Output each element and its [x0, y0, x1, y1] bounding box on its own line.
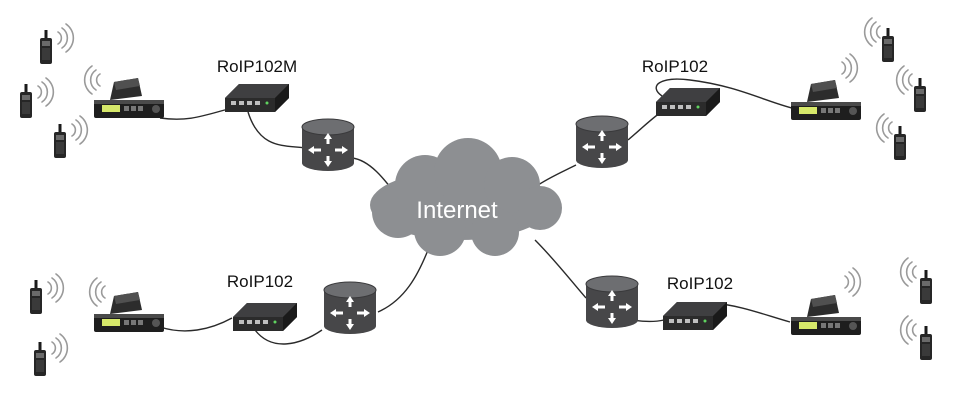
- walkie-talkie-icon: [920, 270, 932, 304]
- cable-tl-radio-gateway: [159, 107, 233, 120]
- signal-waves-icon: [47, 273, 65, 303]
- signal-waves-icon: [899, 257, 917, 287]
- cable-bl-gateway-router: [254, 329, 323, 345]
- gateway-label-bottom-right: RoIP102: [667, 274, 733, 293]
- internet-label: Internet: [416, 197, 498, 224]
- walkie-talkie-icon: [34, 342, 46, 376]
- signal-waves-icon: [57, 23, 75, 53]
- router-icon: [575, 115, 629, 169]
- signal-waves-icon: [37, 77, 55, 107]
- walkie-talkie-icon: [20, 84, 32, 118]
- walkie-talkie-icon: [54, 124, 66, 158]
- mobile-radio-icon: [94, 78, 164, 118]
- roip-gateway-icon: [233, 303, 297, 331]
- cable-bl-radio-gateway: [159, 317, 233, 332]
- router-icon: [585, 275, 639, 329]
- roip-gateway-icon: [225, 84, 289, 112]
- mobile-radio-icon: [791, 80, 861, 120]
- roip-gateway-icon: [663, 302, 727, 330]
- cable-tr-gateway-radio: [655, 78, 801, 111]
- cloud-icon: Internet: [370, 138, 562, 256]
- signal-waves-icon: [863, 17, 881, 47]
- walkie-talkie-icon: [914, 78, 926, 112]
- walkie-talkie-icon: [894, 126, 906, 160]
- signal-waves-icon: [83, 65, 101, 95]
- gateway-label-top-left: RoIP102M: [217, 57, 297, 76]
- router-icon: [323, 281, 377, 335]
- cable-bl-router-cloud: [377, 249, 429, 313]
- signal-waves-icon: [88, 277, 106, 307]
- signal-waves-icon: [899, 315, 917, 345]
- signal-waves-icon: [71, 115, 89, 145]
- cable-tl-gateway-router: [247, 111, 306, 149]
- router-icon: [301, 118, 355, 172]
- walkie-talkie-icon: [920, 326, 932, 360]
- signal-waves-icon: [51, 333, 69, 363]
- walkie-talkie-icon: [882, 28, 894, 62]
- cable-tr-cloud-router: [534, 164, 577, 188]
- walkie-talkie-icon: [40, 30, 52, 64]
- signal-waves-icon: [844, 267, 862, 297]
- gateway-label-bottom-left: RoIP102: [227, 272, 293, 291]
- roip-gateway-icon: [656, 88, 720, 116]
- signal-waves-icon: [875, 113, 893, 143]
- mobile-radio-icon: [791, 295, 861, 335]
- walkie-talkie-icon: [30, 280, 42, 314]
- cable-br-cloud-router: [534, 239, 587, 299]
- signal-waves-icon: [841, 53, 859, 83]
- gateway-label-top-right: RoIP102: [642, 57, 708, 76]
- signal-waves-icon: [895, 65, 913, 95]
